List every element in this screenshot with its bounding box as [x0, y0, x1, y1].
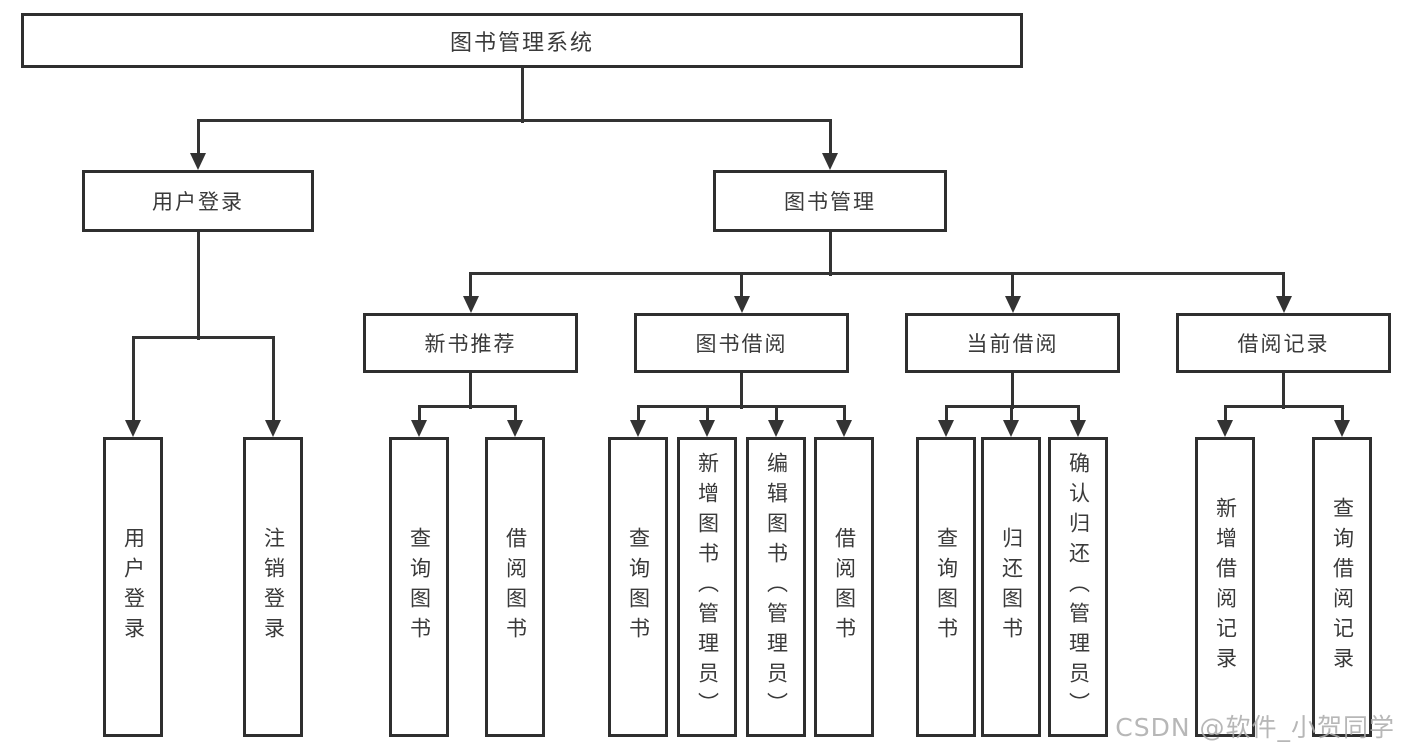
connector-line: [1009, 406, 1013, 422]
connector-line: [705, 406, 709, 422]
leaf-borrow-query-book: 查询图书: [608, 437, 668, 737]
connector-line: [740, 373, 743, 409]
arrow-down-icon: [938, 420, 954, 437]
leaf-lend-book: 借阅图书: [814, 437, 874, 737]
leaf-current-query-book: 查询图书: [916, 437, 976, 737]
leaf-return-book: 归还图书: [981, 437, 1041, 737]
arrow-down-icon: [1334, 420, 1350, 437]
arrow-down-icon: [411, 420, 427, 437]
leaf-add-book-admin: 新增图书（管理员）: [677, 437, 737, 737]
leaf-label: 查询图书: [407, 527, 432, 647]
connector-line: [636, 404, 846, 408]
watermark-text: CSDN @软件_小贺同学: [1115, 713, 1395, 742]
leaf-label: 确认归还（管理员）: [1066, 452, 1091, 722]
connector-line: [417, 404, 517, 408]
arrow-down-icon: [768, 420, 784, 437]
arrow-down-icon: [1217, 420, 1233, 437]
leaf-label: 新增图书（管理员）: [695, 452, 720, 722]
leaf-label: 查询图书: [626, 527, 651, 647]
connector-line: [1340, 406, 1344, 422]
connector-line: [1282, 273, 1285, 298]
connector-line: [513, 406, 517, 422]
connector-line: [196, 232, 200, 340]
leaf-label: 归还图书: [999, 527, 1024, 647]
connector-line: [131, 335, 275, 339]
connector-line: [828, 232, 832, 276]
connector-line: [1223, 406, 1227, 422]
node-book-borrow: 图书借阅: [634, 313, 849, 373]
leaf-label: 编辑图书（管理员）: [764, 452, 789, 722]
connector-line: [131, 337, 135, 422]
node-label: 图书借阅: [695, 332, 788, 356]
leaf-recommend-borrow-book: 借阅图书: [485, 437, 545, 737]
node-label: 图书管理系统: [449, 30, 594, 56]
node-borrow-record: 借阅记录: [1176, 313, 1391, 373]
node-user-login: 用户登录: [82, 170, 314, 232]
arrow-down-icon: [1070, 420, 1086, 437]
leaf-label: 借阅图书: [832, 527, 857, 647]
leaf-edit-book-admin: 编辑图书（管理员）: [746, 437, 806, 737]
node-current-borrow: 当前借阅: [905, 313, 1120, 373]
arrow-down-icon: [1004, 296, 1021, 313]
arrow-down-icon: [699, 420, 715, 437]
arrow-down-icon: [1003, 420, 1019, 437]
connector-line: [469, 273, 472, 298]
connector-line: [828, 120, 832, 155]
connector-line: [1076, 406, 1080, 422]
leaf-user-login: 用户登录: [103, 437, 163, 737]
node-new-book-recommend: 新书推荐: [363, 313, 578, 373]
connector-line: [196, 118, 832, 122]
leaf-label: 新增借阅记录: [1213, 497, 1238, 677]
arrow-down-icon: [125, 420, 141, 437]
connector-line: [520, 68, 524, 123]
leaf-label: 借阅图书: [503, 527, 528, 647]
connector-line: [944, 406, 948, 422]
arrow-down-icon: [836, 420, 852, 437]
leaf-label: 查询图书: [934, 527, 959, 647]
node-book-management: 图书管理: [713, 170, 947, 232]
connector-line: [842, 406, 846, 422]
connector-line: [740, 273, 743, 298]
leaf-recommend-query-book: 查询图书: [389, 437, 449, 737]
node-label: 当前借阅: [966, 332, 1059, 356]
connector-line: [271, 337, 275, 422]
leaf-label: 注销登录: [261, 527, 286, 647]
arrow-down-icon: [190, 153, 206, 170]
leaf-label: 查询借阅记录: [1330, 497, 1355, 677]
connector-line: [469, 373, 472, 409]
node-library-management-system: 图书管理系统: [21, 13, 1023, 68]
arrow-down-icon: [265, 420, 281, 437]
node-label: 借阅记录: [1237, 332, 1330, 356]
connector-line: [1223, 404, 1344, 408]
leaf-query-borrow-record: 查询借阅记录: [1312, 437, 1372, 737]
connector-line: [636, 406, 640, 422]
node-label: 用户登录: [152, 190, 244, 214]
connector-line: [1011, 273, 1014, 298]
leaf-confirm-return-admin: 确认归还（管理员）: [1048, 437, 1108, 737]
connector-line: [774, 406, 778, 422]
connector-line: [469, 271, 1285, 275]
node-label: 新书推荐: [424, 332, 517, 356]
node-label: 图书管理: [784, 190, 876, 214]
leaf-add-borrow-record: 新增借阅记录: [1195, 437, 1255, 737]
arrow-down-icon: [733, 296, 750, 313]
connector-line: [1282, 373, 1285, 409]
arrow-down-icon: [462, 296, 479, 313]
connector-line: [196, 120, 200, 155]
arrow-down-icon: [507, 420, 523, 437]
connector-line: [417, 406, 421, 422]
leaf-label: 用户登录: [121, 527, 146, 647]
connector-line: [1011, 373, 1014, 409]
arrow-down-icon: [822, 153, 838, 170]
leaf-logout: 注销登录: [243, 437, 303, 737]
arrow-down-icon: [630, 420, 646, 437]
arrow-down-icon: [1275, 296, 1292, 313]
